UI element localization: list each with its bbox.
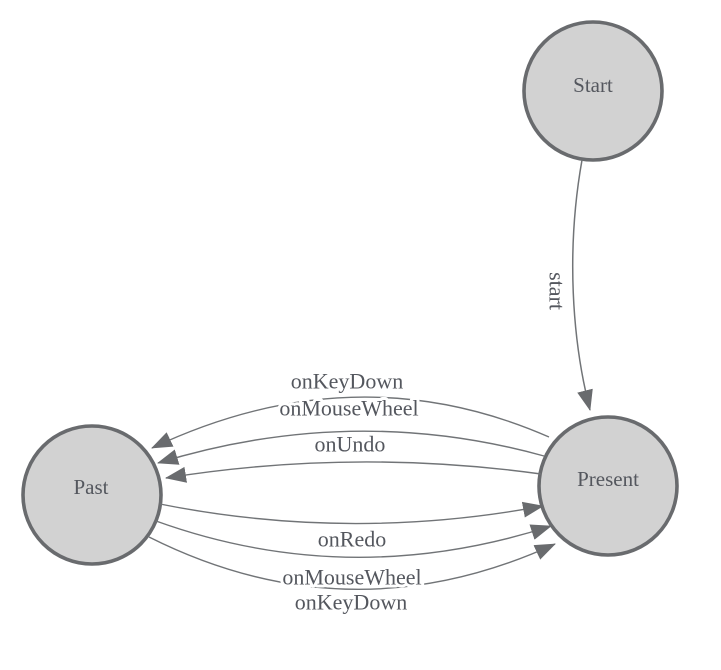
past-node-circle — [21, 424, 163, 566]
edge-label-onkeydown-bottom: onKeyDown — [295, 590, 407, 615]
present-node-circle — [537, 415, 679, 557]
edge-past-to-present-onmousewheel — [155, 520, 552, 558]
edge-past-to-present-onredo — [159, 501, 544, 525]
edge-start-to-present — [572, 159, 593, 411]
edge-label-onundo: onUndo — [315, 432, 386, 457]
edge-past-to-present-onkeydown — [148, 536, 556, 591]
edge-label-onmousewheel-bottom: onMouseWheel — [282, 565, 421, 590]
edge-label-onmousewheel-top: onMouseWheel — [279, 396, 418, 421]
state-node-present: Present — [537, 415, 679, 557]
start-node-circle — [522, 20, 664, 162]
state-nodes: Start Present Past — [21, 20, 679, 566]
transition-edges — [148, 159, 593, 591]
present-node-label: Present — [577, 467, 639, 491]
edge-present-to-past-onmousewheel — [157, 430, 545, 465]
edge-present-to-past-onundo — [165, 461, 542, 483]
state-node-past: Past — [21, 424, 163, 566]
past-node-label: Past — [73, 475, 108, 499]
edge-label-onkeydown-top: onKeyDown — [291, 369, 403, 394]
edge-label-start: start — [545, 272, 570, 310]
edge-present-to-past-onkeydown — [151, 396, 550, 449]
start-node-label: Start — [573, 73, 613, 97]
state-node-start: Start — [522, 20, 664, 162]
edge-label-onredo: onRedo — [318, 527, 386, 552]
transition-labels: start onKeyDown onMouseWheel onUndo onRe… — [276, 269, 572, 617]
